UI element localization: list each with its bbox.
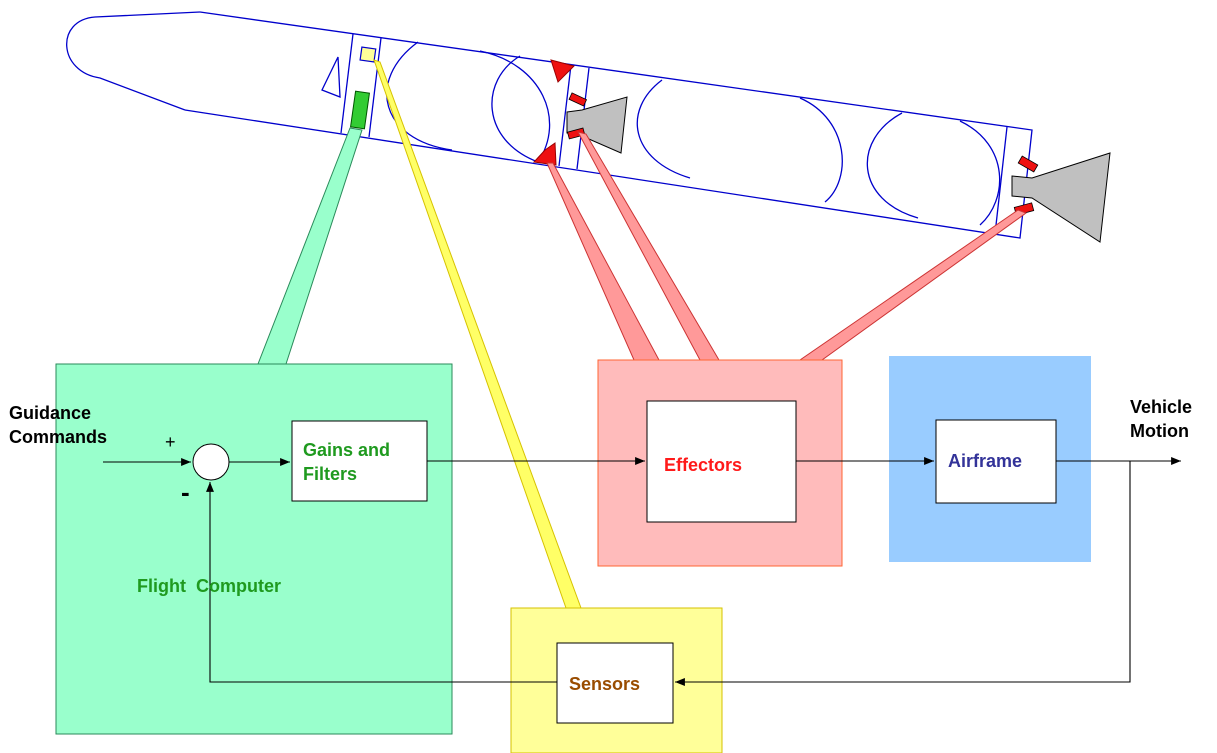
rocket-tank-arc [799, 97, 843, 203]
guidance-label-line1: Guidance [9, 403, 92, 423]
gains-label-line2: Filters [303, 464, 358, 484]
summing-junction [192, 443, 230, 481]
rocket-upper-nozzle [566, 96, 628, 154]
guidance-label-line2: Commands [9, 427, 108, 447]
rocket-sensor-unit [359, 46, 377, 63]
rocket-divider [368, 37, 382, 138]
rocket-tank-arc [479, 50, 551, 163]
effectors-callout [577, 131, 720, 361]
sensors-block [556, 642, 674, 724]
effectors-callout [798, 209, 1028, 361]
effectors-block [646, 400, 797, 523]
flight-computer-callout [257, 127, 363, 365]
rocket-divider [558, 64, 572, 167]
airframe-block [935, 419, 1057, 504]
airframe-label: Airframe [948, 451, 1023, 471]
flight-computer-region [55, 363, 453, 735]
rocket-main-nozzle [1011, 152, 1111, 243]
rocket-flight-computer-unit [349, 90, 371, 130]
rocket-actuator [568, 92, 588, 107]
guidance-commands-label: Guidance Commands [9, 401, 107, 449]
flight-computer-label: Flight Computer [137, 576, 281, 596]
effectors-label: Effectors [664, 455, 743, 475]
rocket-tank-arc [386, 41, 453, 151]
rocket-tank-arc [866, 112, 919, 219]
sensors-to-junction-arrow [206, 482, 557, 683]
minus-sign: - [181, 477, 190, 507]
rocket-tank-arc [636, 79, 691, 179]
vehicle-motion-line1: Vehicle [1130, 397, 1193, 417]
rocket-tank-arc [959, 120, 1001, 226]
gains-filters-label: Gains and Filters [303, 438, 390, 486]
rocket [66, 11, 1033, 239]
vehicle-motion-line2: Motion [1130, 421, 1189, 441]
rocket-window [321, 56, 341, 98]
plus-sign: + [165, 432, 176, 452]
rocket-divider [340, 33, 354, 134]
sensors-label: Sensors [569, 674, 641, 694]
gains-label-line1: Gains and [303, 440, 391, 460]
feedback-to-sensors-arrow [675, 461, 1131, 686]
rocket-actuator [567, 127, 586, 140]
effectors-callout [546, 162, 660, 361]
rocket-fin [550, 59, 575, 83]
rocket-tank-arc [491, 55, 539, 163]
gains-filters-block [291, 420, 428, 502]
rocket-fin [532, 142, 557, 166]
rocket-divider [994, 126, 1008, 235]
rocket-nose-cone [66, 11, 201, 111]
vehicle-motion-label: Vehicle Motion [1130, 395, 1192, 443]
rocket-actuator [1017, 155, 1039, 173]
